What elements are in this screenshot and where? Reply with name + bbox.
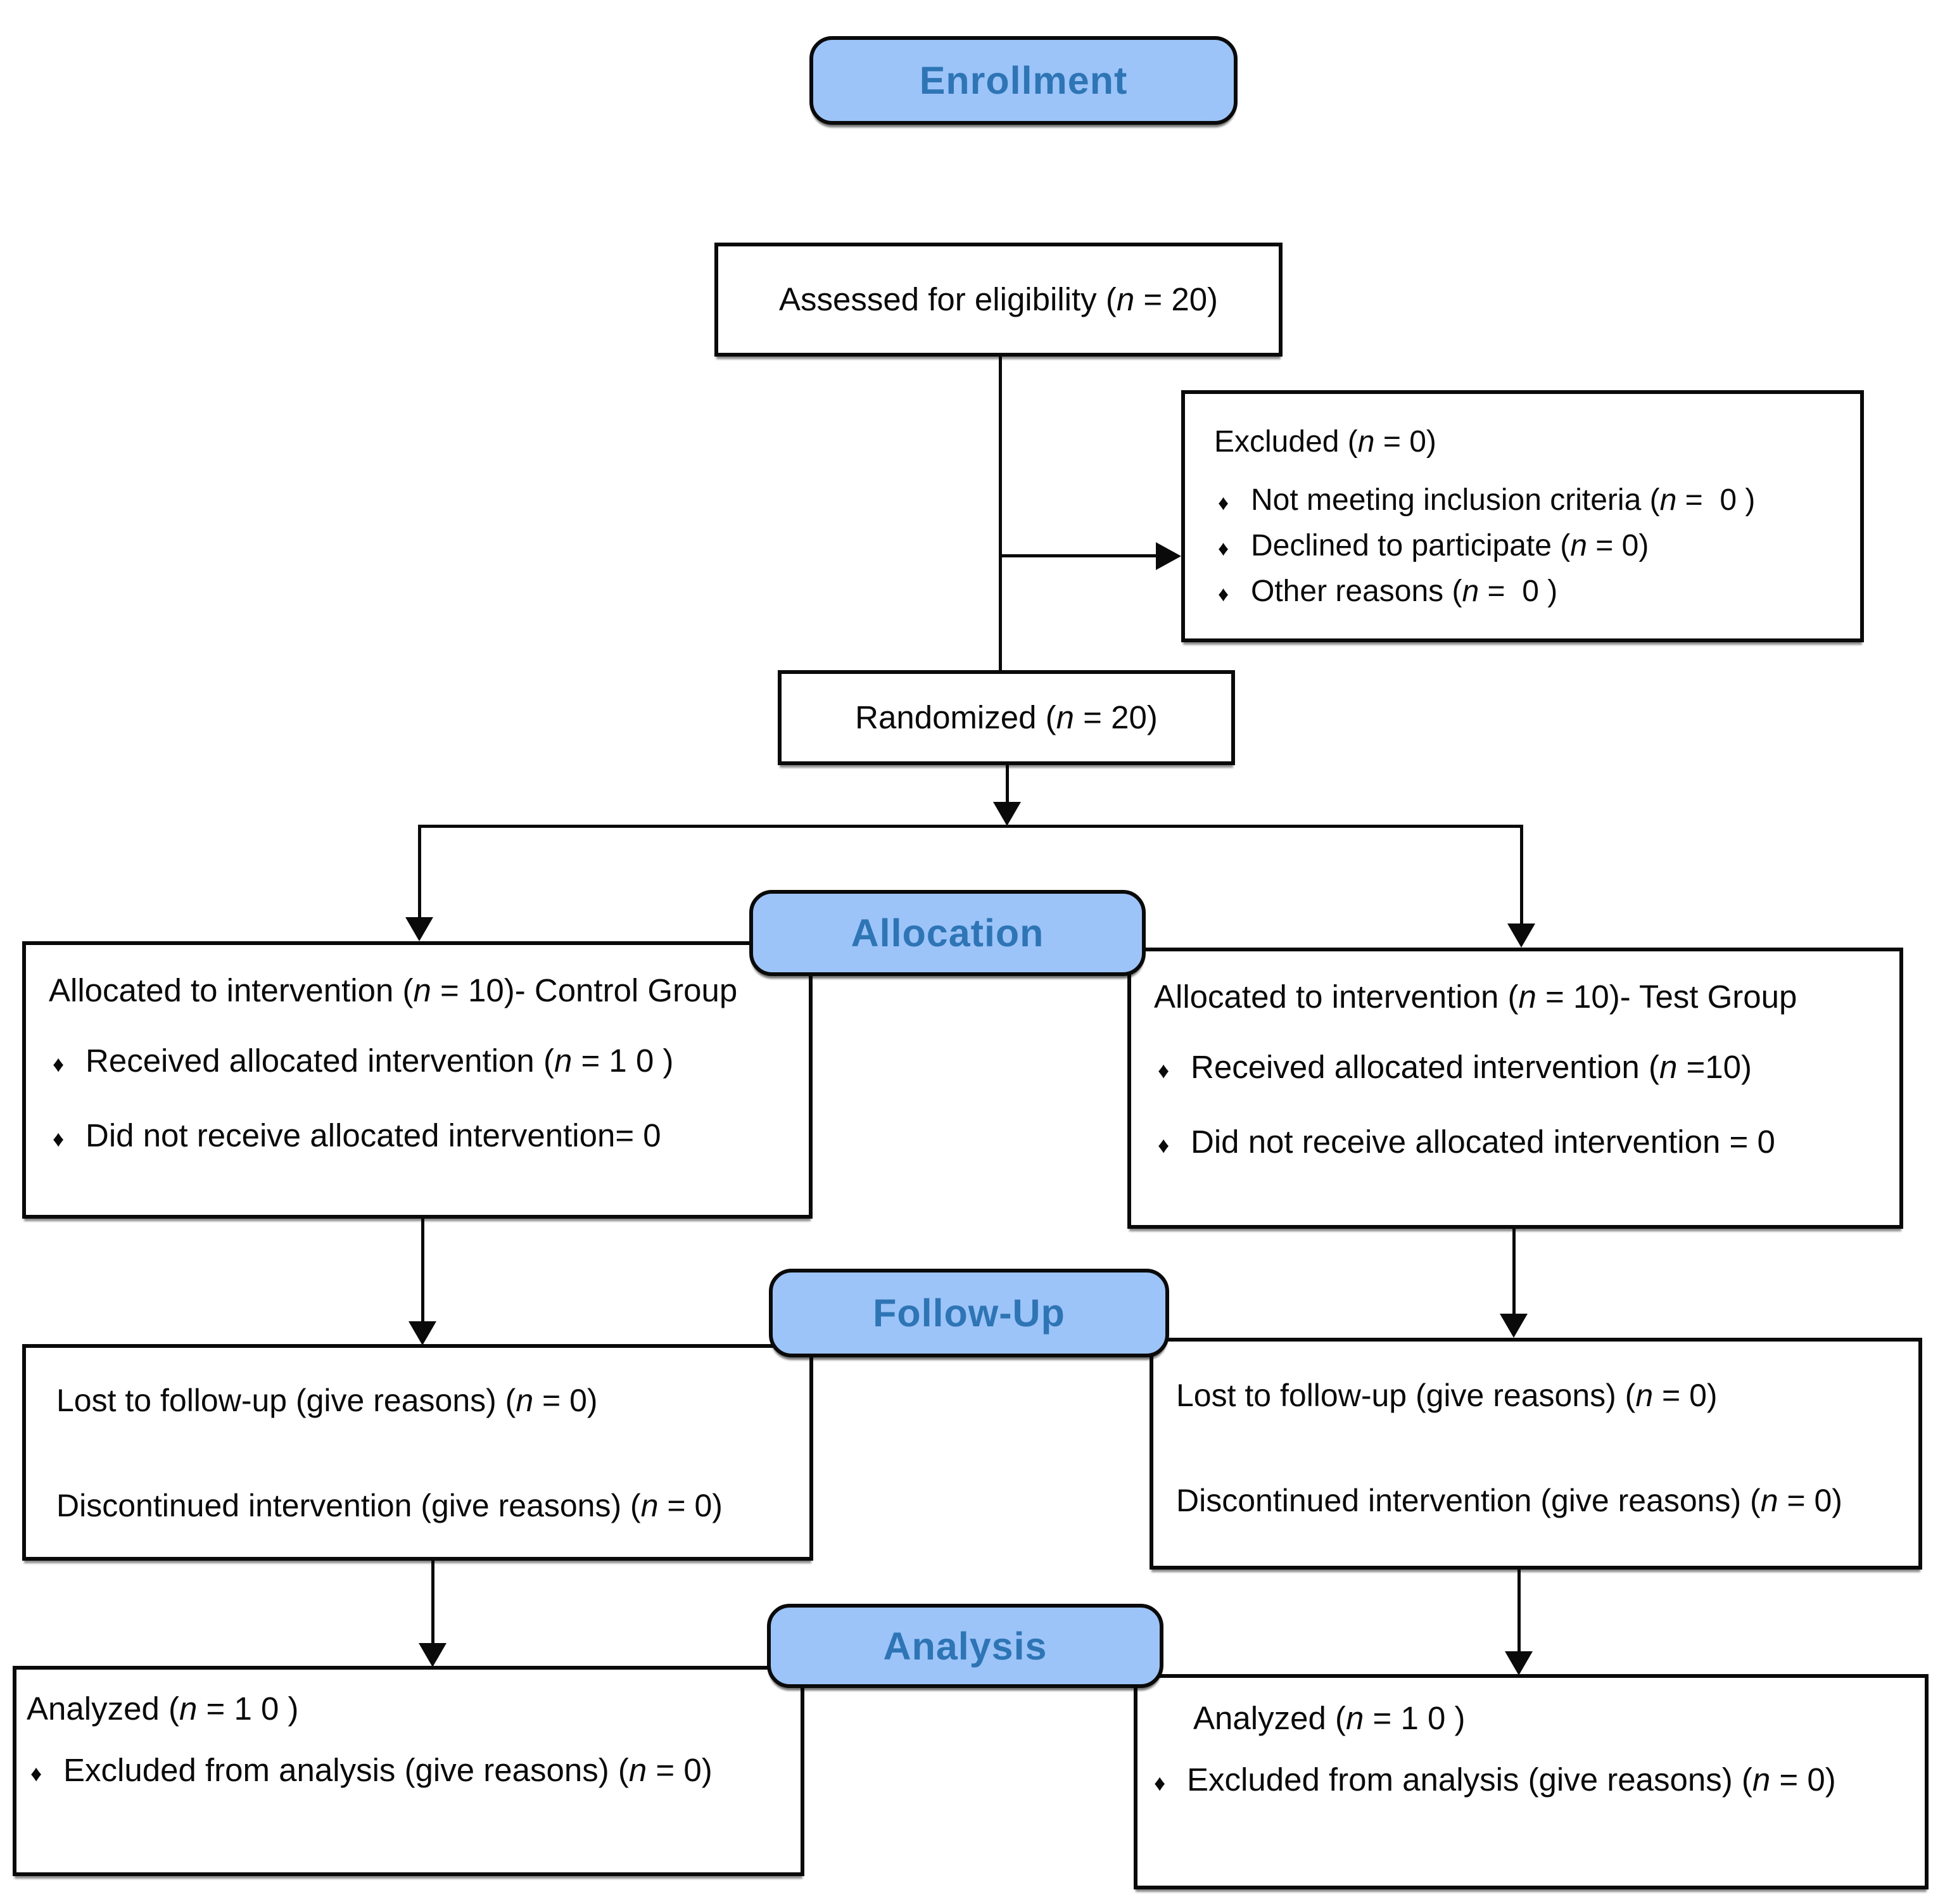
analyzed-test-detail: Excluded from analysis (give reasons) (n… bbox=[1187, 1761, 1836, 1798]
arrow-right-icon bbox=[1156, 542, 1181, 570]
diamond-bullet-icon: ♦ bbox=[1158, 1132, 1170, 1158]
list-item: ♦ Other reasons (n = 0 ) bbox=[1214, 569, 1844, 614]
followup-test-line: Lost to follow-up (give reasons) (n = 0) bbox=[1176, 1378, 1718, 1413]
arrow-down-icon bbox=[1500, 1314, 1528, 1338]
excluded-reason-text: Other reasons (n = 0 ) bbox=[1251, 574, 1558, 608]
arrow-down-icon bbox=[1505, 1651, 1533, 1675]
allocated-control-detail: Received allocated intervention (n = 1 0… bbox=[86, 1043, 674, 1079]
allocated-control-title: Allocated to intervention (n = 10)- Cont… bbox=[49, 972, 738, 1008]
list-item: ♦ Excluded from analysis (give reasons) … bbox=[1150, 1758, 1915, 1801]
excluded-reason-text: Not meeting inclusion criteria (n = 0 ) bbox=[1251, 483, 1756, 517]
randomized-box: Randomized (n = 20) bbox=[778, 670, 1235, 765]
allocation-stage-label: Allocation bbox=[851, 911, 1044, 955]
analyzed-control-detail: Excluded from analysis (give reasons) (n… bbox=[63, 1752, 713, 1789]
randomized-text: Randomized (n = 20) bbox=[855, 699, 1158, 736]
followup-control-line: Discontinued intervention (give reasons)… bbox=[56, 1488, 723, 1523]
diamond-bullet-icon: ♦ bbox=[53, 1126, 65, 1152]
connector-randomized-to-split bbox=[1006, 763, 1009, 804]
connector-split-to-test-allocation bbox=[1520, 825, 1523, 925]
excluded-box: Excluded (n = 0) ♦ Not meeting inclusion… bbox=[1181, 390, 1864, 642]
enrollment-stage-label: Enrollment bbox=[919, 59, 1128, 102]
diamond-bullet-icon: ♦ bbox=[1218, 537, 1229, 561]
followup-test-line: Discontinued intervention (give reasons)… bbox=[1176, 1483, 1842, 1518]
connector-control-allocation-to-followup bbox=[421, 1217, 424, 1323]
analyzed-control-title: Analyzed (n = 1 0 ) bbox=[27, 1691, 299, 1727]
diamond-bullet-icon: ♦ bbox=[1218, 583, 1229, 606]
diamond-bullet-icon: ♦ bbox=[1154, 1770, 1166, 1796]
excluded-title: Excluded (n = 0) bbox=[1214, 425, 1436, 459]
connector-split-to-control-allocation bbox=[418, 825, 421, 918]
arrow-down-icon bbox=[419, 1643, 447, 1667]
list-item: ♦ Did not receive allocated intervention… bbox=[49, 1114, 793, 1157]
arrow-down-icon bbox=[993, 802, 1021, 826]
list-item: ♦ Did not receive allocated intervention… bbox=[1154, 1120, 1884, 1163]
list-item: ♦ Received allocated intervention (n = 1… bbox=[49, 1039, 793, 1082]
list-item: ♦ Not meeting inclusion criteria (n = 0 … bbox=[1214, 478, 1844, 523]
allocated-test-detail: Received allocated intervention (n =10) bbox=[1191, 1049, 1752, 1086]
analysis-stage-header: Analysis bbox=[767, 1604, 1163, 1688]
connector-branch-to-excluded bbox=[1000, 554, 1158, 557]
list-item: ♦ Received allocated intervention (n =10… bbox=[1154, 1046, 1884, 1088]
diamond-bullet-icon: ♦ bbox=[1158, 1058, 1170, 1084]
connector-assessed-to-randomized bbox=[999, 355, 1002, 671]
allocation-stage-header: Allocation bbox=[749, 890, 1146, 976]
diamond-bullet-icon: ♦ bbox=[30, 1761, 42, 1787]
analyzed-test-title: Analyzed (n = 1 0 ) bbox=[1193, 1700, 1466, 1736]
allocated-control-detail: Did not receive allocated intervention= … bbox=[86, 1117, 661, 1153]
list-item: ♦ Declined to participate (n = 0) bbox=[1214, 523, 1844, 569]
enrollment-stage-header: Enrollment bbox=[809, 36, 1238, 125]
arrow-down-icon bbox=[1507, 923, 1535, 948]
analyzed-test-box: Analyzed (n = 1 0 ) ♦ Excluded from anal… bbox=[1134, 1674, 1929, 1889]
analysis-stage-label: Analysis bbox=[883, 1624, 1048, 1668]
followup-control-line: Lost to follow-up (give reasons) (n = 0) bbox=[56, 1383, 598, 1418]
allocated-test-detail: Did not receive allocated intervention =… bbox=[1191, 1123, 1775, 1160]
connector-test-followup-to-analysis bbox=[1517, 1568, 1521, 1653]
connector-control-followup-to-analysis bbox=[431, 1559, 434, 1644]
list-item: ♦ Excluded from analysis (give reasons) … bbox=[27, 1749, 791, 1791]
allocated-test-title: Allocated to intervention (n = 10)- Test… bbox=[1154, 979, 1797, 1015]
excluded-reason-text: Declined to participate (n = 0) bbox=[1251, 529, 1649, 562]
followup-stage-header: Follow-Up bbox=[769, 1269, 1169, 1357]
diamond-bullet-icon: ♦ bbox=[1218, 492, 1229, 515]
connector-test-allocation-to-followup bbox=[1512, 1228, 1516, 1315]
followup-test-box: Lost to follow-up (give reasons) (n = 0)… bbox=[1150, 1338, 1922, 1570]
followup-control-box: Lost to follow-up (give reasons) (n = 0)… bbox=[22, 1344, 813, 1561]
analyzed-control-box: Analyzed (n = 1 0 ) ♦ Excluded from anal… bbox=[13, 1666, 804, 1876]
arrow-down-icon bbox=[405, 917, 433, 941]
allocated-test-box: Allocated to intervention (n = 10)- Test… bbox=[1127, 948, 1903, 1229]
connector-split-horizontal bbox=[418, 825, 1523, 828]
allocated-control-box: Allocated to intervention (n = 10)- Cont… bbox=[22, 941, 813, 1219]
assessed-eligibility-box: Assessed for eligibility (n = 20) bbox=[714, 243, 1283, 357]
arrow-down-icon bbox=[409, 1321, 436, 1345]
assessed-eligibility-text: Assessed for eligibility (n = 20) bbox=[778, 281, 1219, 318]
followup-stage-label: Follow-Up bbox=[873, 1292, 1065, 1335]
diamond-bullet-icon: ♦ bbox=[53, 1051, 65, 1077]
